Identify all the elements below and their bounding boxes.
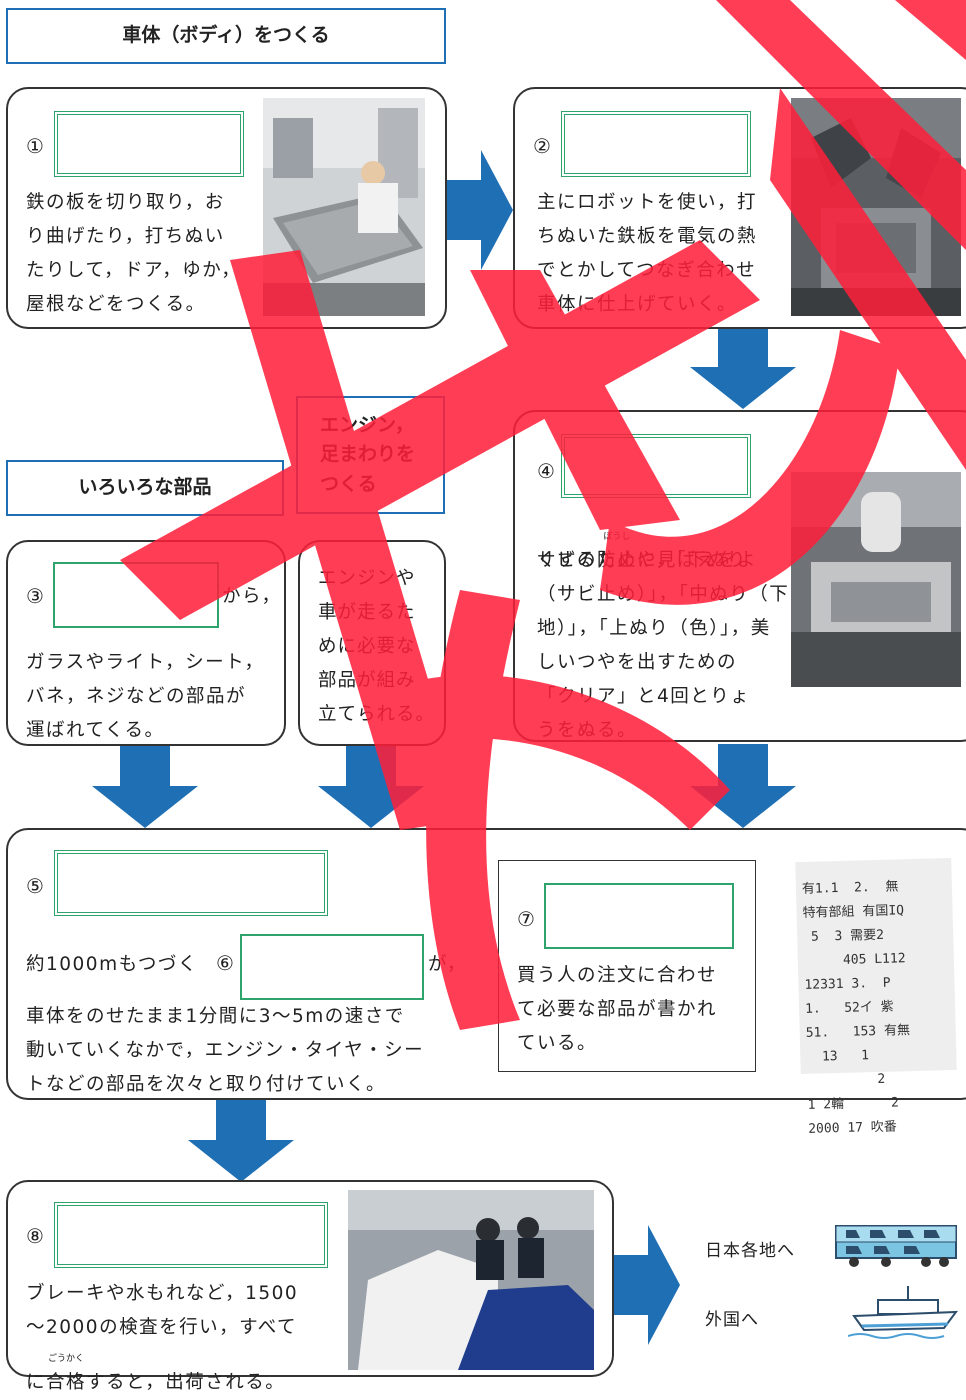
step5-line-pre: 約1000mもつづく [26,954,198,975]
step8-panel: ⑧ ブレーキや水もれなど，1500 〜2000の検査を行い，すべて にごうかく合… [6,1180,614,1393]
step3-text: ガラスやライト，シート， バネ，ネジなどの部品が 運ばれてくる。 [26,652,265,741]
step2-number: ② [533,134,551,158]
header-body-making: 車体（ボディ）をつくる [6,8,446,64]
order-sheet-photo: 有1.1 2. 無特有部組 有国IQ 5 3 需要2 405 L112 12331… [795,857,957,1137]
step3-number: ③ [26,584,44,608]
arrow-down-2-4 [690,329,796,409]
step4-answer-box[interactable] [561,434,751,498]
arrow-right-1-2 [447,150,513,270]
step7-panel: ⑦ 買う人の注文に合わせ て必要な部品が書かれ ている。 [498,860,756,1072]
step2-text: 主にロボットを使い，打 ちぬいた鉄板を電気の熱 でとかしてつなぎ合わせ 車体に仕… [537,192,758,315]
step8-ruby-base: 合格 [46,1372,87,1393]
order-sheet-row: 51. 153 有無 [805,1023,911,1041]
order-sheet-row: 1 2輪 2 [807,1095,900,1113]
step7-text: 買う人の注文に合わせ て必要な部品が書かれ ている。 [517,965,718,1054]
step1-panel: ① 鉄の板を切り取り，お り曲げたり，打ちぬい たりして，ドア，ゆか， 屋根など… [6,87,447,329]
arrow-down-parts-5 [92,746,198,828]
step1-text: 鉄の板を切り取り，お り曲げたり，打ちぬい たりして，ドア，ゆか， 屋根などをつ… [26,192,242,315]
step5-number: ⑤ [26,874,44,898]
step1-number: ① [26,134,44,158]
step8-line3-post: すると，出荷される。 [86,1372,286,1393]
step4-photo-painting [791,472,961,687]
cargo-ship-icon [848,1286,959,1339]
step4-ruby-text: ぼうし [603,532,631,542]
order-sheet-row: 1. 52イ 紫 [804,999,894,1017]
step2-answer-box[interactable] [561,111,751,177]
step4-panel: ④ サビのぼうし防止や見ばえをよ くするために，「下ぬり （サビ止め）」，「中ぬ… [513,410,966,742]
step7-number: ⑦ [517,907,535,931]
step1-answer-box[interactable] [54,111,244,177]
step4-text: くするために，「下ぬり （サビ止め）」，「中ぬり（下 地）」，「上ぬり（色）」，… [537,550,790,741]
step8-ruby-goukaku: ごうかく合格 [46,1354,87,1400]
step7-answer-box[interactable] [544,883,734,949]
step2-panel: ② 主にロボットを使い，打 ちぬいた鉄板を電気の熱 でとかしてつなぎ合わせ 車体… [513,87,966,329]
step8-line3-pre: に [26,1372,47,1393]
engine-panel: エンジンや 車が走るた めに必要な 部品が組み 立てられる。 [298,540,446,746]
arrow-down-5-8 [188,1100,294,1182]
step5-line-post: が， [428,954,467,975]
step8-ruby-text: ごうかく [48,1354,85,1364]
arrow-right-8-destinations [614,1225,680,1345]
order-sheet-row: 5 3 需要2 [803,927,885,945]
order-sheet-row: 12331 3. P [804,975,891,993]
arrow-down-engine-5 [318,746,424,828]
order-sheet-row: 405 L112 [803,951,906,969]
order-sheet-row: 有1.1 2. 無 [801,879,899,897]
step3-answer-box[interactable] [53,562,219,628]
step8-photo-inspection [348,1190,594,1370]
step8-answer-box[interactable] [54,1202,328,1268]
step6-number: ⑥ [216,951,234,975]
order-sheet-row: 2000 17 吹番 [808,1119,898,1137]
arrow-down-4-5 [690,744,796,828]
step4-number: ④ [537,459,555,483]
order-sheet-rows: 有1.1 2. 無特有部組 有国IQ 5 3 需要2 405 L112 12331… [802,875,913,1142]
step5-panel: ⑤ 約1000mもつづく ⑥ が， 車体をのせたまま1分間に3〜5mの速さで 動… [6,828,966,1137]
step3-suffix: から， [222,586,282,607]
destination-domestic-label: 日本各地へ [705,1241,795,1261]
car-carrier-truck-icon [835,1225,957,1267]
order-sheet-row: 特有部組 有国IQ [802,903,905,921]
step6-answer-box[interactable] [240,934,424,1000]
order-sheet-row: 2 [806,1071,886,1089]
step5-answer-box[interactable] [54,850,328,916]
header-engine-making: エンジン， 足まわりを つくる [296,396,445,514]
step8-number: ⑧ [26,1224,44,1248]
header-various-parts: いろいろな部品 [6,460,284,516]
step8-text-line3: にごうかく合格すると，出荷される。 [26,1332,356,1400]
step3-panel: ③ から， ガラスやライト，シート， バネ，ネジなどの部品が 運ばれてくる。 [6,540,286,746]
step5-text: 車体をのせたまま1分間に3〜5mの速さで 動いていくなかで，エンジン・タイヤ・シ… [26,1006,425,1095]
destination-overseas-label: 外国へ [705,1310,759,1330]
engine-text: エンジンや 車が走るた めに必要な 部品が組み 立てられる。 [318,568,436,725]
step8-text: ブレーキや水もれなど，1500 〜2000の検査を行い，すべて [26,1283,299,1338]
step2-photo-welding-robots [791,98,961,316]
order-sheet-row: 13 1 [806,1048,870,1065]
step1-photo-press [263,98,425,316]
